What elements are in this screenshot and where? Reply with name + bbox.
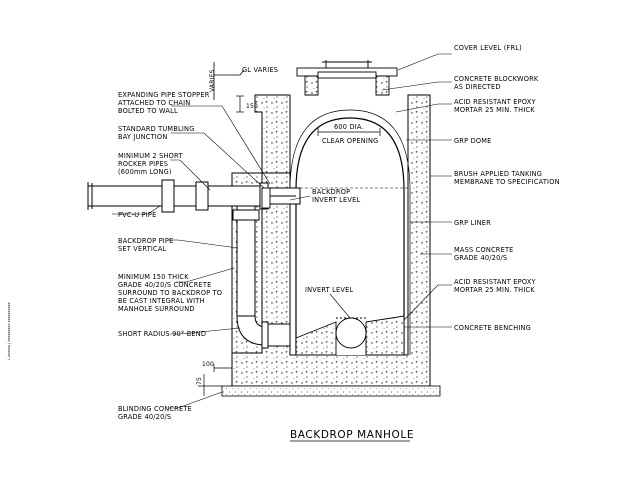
label-dim-75: 75 bbox=[196, 377, 203, 385]
label-varies: VARIES bbox=[209, 69, 216, 92]
label-mortar-top-2: MORTAR 25 MIN. THICK bbox=[454, 106, 535, 114]
label-surround-3: SURROUND TO BACKDROP TO bbox=[118, 289, 222, 297]
label-stopper-3: BOLTED TO WALL bbox=[118, 107, 178, 115]
label-surround-2: GRADE 40/20/S CONCRETE bbox=[118, 281, 211, 289]
label-cover-level: COVER LEVEL (FRL) bbox=[454, 44, 522, 52]
label-tumbling-2: BAY JUNCTION bbox=[118, 133, 167, 141]
label-mass-1: MASS CONCRETE bbox=[454, 246, 514, 254]
benching bbox=[295, 315, 405, 356]
cover-frame bbox=[296, 60, 398, 96]
label-dim-100: 100 bbox=[202, 361, 214, 368]
label-backdrop-invert-1: BACKDROP bbox=[312, 188, 350, 196]
label-mortar-bot-1: ACID RESISTANT EPOXY bbox=[454, 278, 536, 286]
clear-opening-dim bbox=[317, 128, 381, 136]
label-stopper-2: ATTACHED TO CHAIN bbox=[118, 99, 190, 107]
label-mass-2: GRADE 40/20/S bbox=[454, 254, 507, 262]
ground-level bbox=[213, 62, 245, 100]
label-tanking-1: BRUSH APPLIED TANKING bbox=[454, 170, 542, 178]
label-clear-opening: CLEAR OPENING bbox=[322, 137, 378, 145]
label-benching: CONCRETE BENCHING bbox=[454, 324, 531, 332]
blinding-concrete bbox=[221, 385, 441, 397]
backdrop-pipe bbox=[232, 205, 291, 349]
leaders-left bbox=[112, 105, 271, 409]
label-tanking-2: MEMBRANE TO SPECIFICATION bbox=[454, 178, 560, 186]
label-gl-varies: GL VARIES bbox=[242, 66, 278, 74]
label-backdrop-pipe-2: SET VERTICAL bbox=[118, 245, 167, 253]
label-stopper-1: EXPANDING PIPE STOPPER bbox=[118, 91, 210, 99]
tumbling-bay bbox=[261, 187, 296, 209]
label-mortar-top-1: ACID RESISTANT EPOXY bbox=[454, 98, 536, 106]
label-blinding-1: BLINDING CONCRETE bbox=[118, 405, 192, 413]
label-invert-level: INVERT LEVEL bbox=[305, 286, 353, 294]
label-mortar-bot-2: MORTAR 25 MIN. THICK bbox=[454, 286, 535, 294]
grp-liner bbox=[289, 109, 411, 355]
label-blockwork-2: AS DIRECTED bbox=[454, 83, 501, 91]
label-backdrop-invert-2: INVERT LEVEL bbox=[312, 196, 360, 204]
label-surround-4: BE CAST INTEGRAL WITH bbox=[118, 297, 205, 305]
label-rocker-2: ROCKER PIPES bbox=[118, 160, 168, 168]
leaders-right bbox=[289, 53, 452, 328]
label-dim-150: 150 bbox=[246, 103, 258, 110]
label-surround-5: MANHOLE SURROUND bbox=[118, 305, 195, 313]
label-rocker-3: (600mm LONG) bbox=[118, 168, 172, 176]
label-blinding-2: GRADE 40/20/S bbox=[118, 413, 171, 421]
label-bend: SHORT RADIUS 90° BEND bbox=[118, 330, 206, 338]
dimension-ticks bbox=[198, 95, 244, 396]
label-grp-dome: GRP DOME bbox=[454, 137, 492, 145]
label-grp-liner: GRP LINER bbox=[454, 219, 491, 227]
label-pvc-pipe: PVC-U PIPE bbox=[118, 211, 156, 219]
label-rocker-1: MINIMUM 2 SHORT bbox=[118, 152, 183, 160]
label-dia: 600 DIA. bbox=[334, 123, 364, 131]
label-tumbling-1: STANDARD TUMBLING bbox=[118, 125, 195, 133]
side-note: L-xxxxxx | xxxxxxxxx xxxxxxxxxx bbox=[7, 302, 11, 360]
label-blockwork-1: CONCRETE BLOCKWORK bbox=[454, 75, 539, 83]
diagram-title: BACKDROP MANHOLE bbox=[290, 429, 414, 441]
label-backdrop-pipe-1: BACKDROP PIPE bbox=[118, 237, 173, 245]
label-surround-1: MINIMUM 150 THICK bbox=[118, 273, 189, 281]
